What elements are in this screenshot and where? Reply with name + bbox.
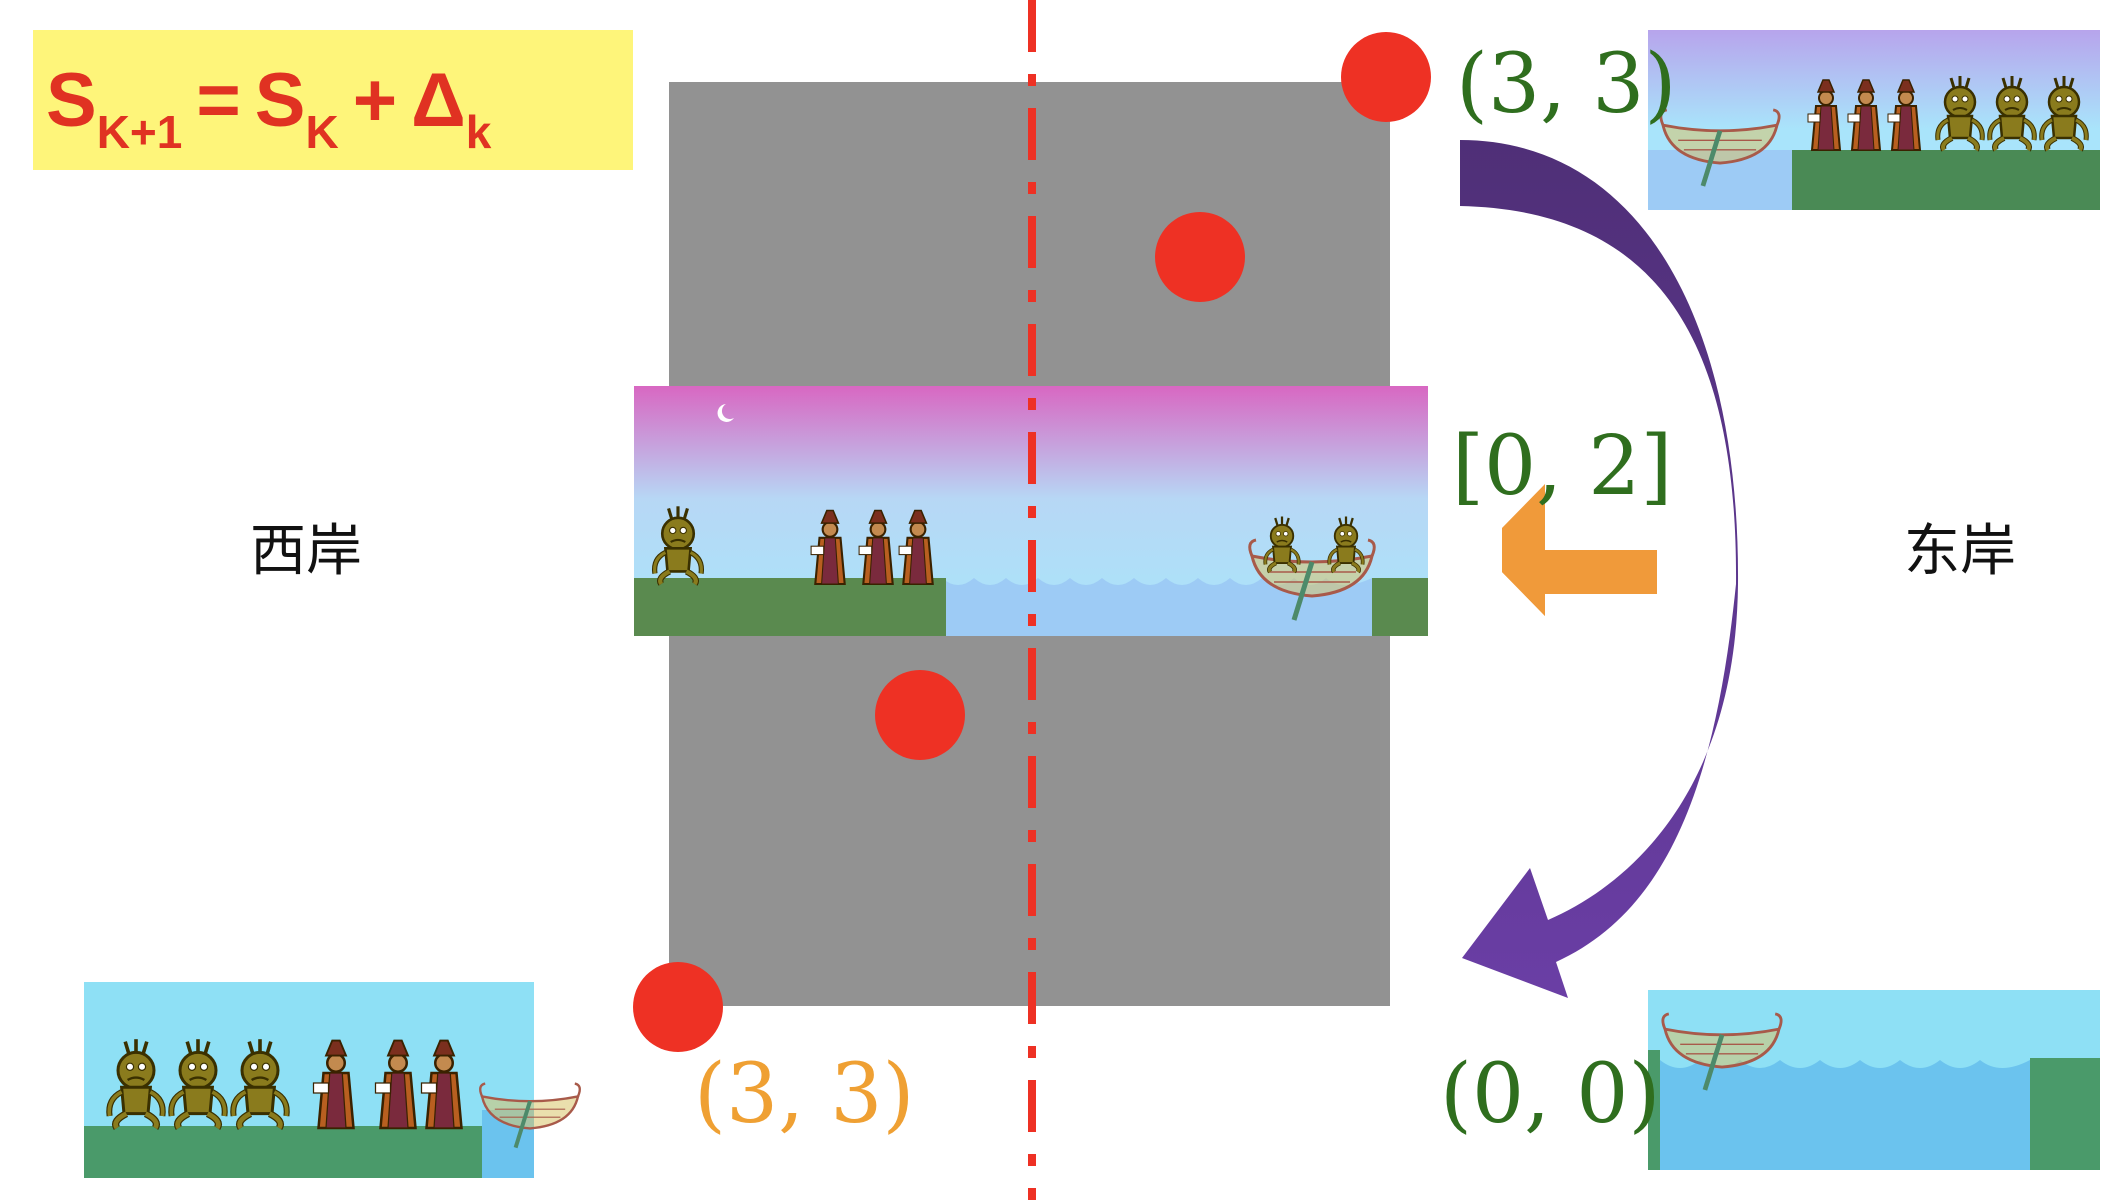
state-dot	[875, 670, 965, 760]
current-state-scene	[634, 386, 1428, 636]
action-label: [0, 2]	[1452, 419, 1672, 514]
west-bank-label: 西岸	[250, 519, 362, 584]
state-dot-goal	[633, 962, 723, 1052]
formula-box	[33, 30, 633, 170]
goal-state-east-scene	[1648, 990, 2100, 1170]
east-goal-state-label: (0, 0)	[1440, 1047, 1660, 1142]
east-bank-label: 东岸	[1904, 519, 2016, 584]
state-dot-start	[1341, 32, 1431, 122]
update-formula: SK+1=SK+Δk	[46, 58, 492, 158]
start-state-label: (3, 3)	[1456, 37, 1676, 132]
west-goal-state-label: (3, 3)	[694, 1047, 914, 1142]
goal-state-west-scene	[84, 982, 580, 1178]
start-state-scene	[1648, 30, 2100, 210]
state-dot	[1155, 212, 1245, 302]
